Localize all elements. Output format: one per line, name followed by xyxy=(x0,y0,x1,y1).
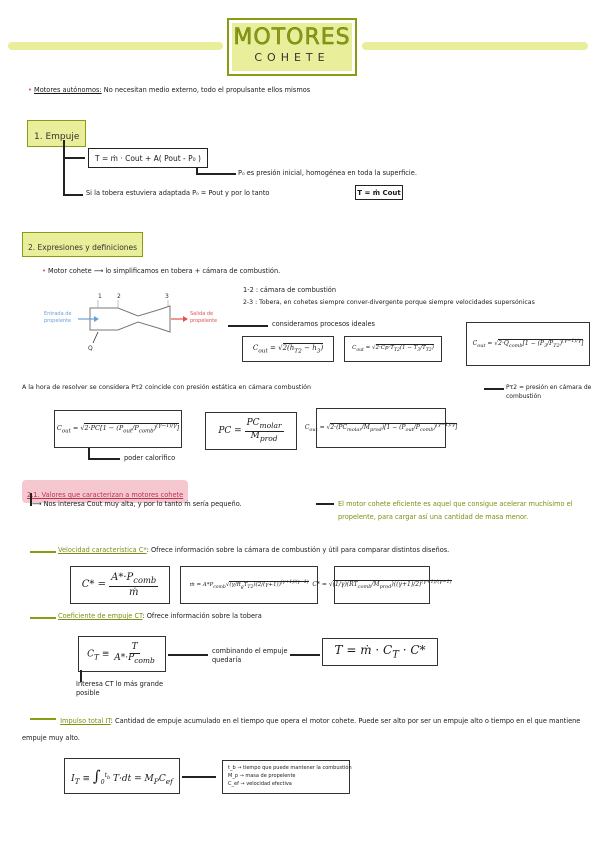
f3: Cout = √2·Qcomb[1 − (P3/PT2)(γ−1)/γ] xyxy=(472,338,584,350)
cstar-f3-box: C* = √(1/γ)(R̄Tcomb/Mprod)((γ+1)/2)(γ+1)… xyxy=(312,566,452,604)
it-legend-box: t_b → tiempo que puede mantener la combu… xyxy=(222,760,352,794)
it-f1: IT ≡ ∫0tb T·dt = MPCef xyxy=(71,766,173,786)
page-subtitle: COHETE xyxy=(254,51,330,64)
it-legend1: t_b → tiempo que puede mantener la combu… xyxy=(228,765,352,771)
ct-f2: T = ṁ · CT · C* xyxy=(334,643,426,661)
sec2-item1: 1-2 : cámara de combustión xyxy=(243,286,337,294)
ct-combine: combinando el empuje quedaría xyxy=(212,647,288,664)
diagram-q: Q xyxy=(88,345,93,352)
header-bar-right xyxy=(362,42,588,50)
ct-combine-arrow xyxy=(168,654,208,656)
ct-interest-line xyxy=(80,670,82,682)
sec21-title: 2.1. Valores que caracterizan a motores … xyxy=(22,480,189,503)
resolve-text: A la hora de resolver se considera Pτ2 c… xyxy=(22,384,311,391)
intro-label: Motores autónomos: xyxy=(34,86,102,94)
it-legend-arrow xyxy=(182,776,216,778)
it-line: Impulso total IT: Cantidad de empuje acu… xyxy=(22,717,581,742)
it-title: Impulso total IT xyxy=(60,717,111,725)
sec1-note1: P₀ es presión inicial, homogénea en toda… xyxy=(238,169,417,177)
header-title-box: MOTORES COHETE xyxy=(227,18,357,76)
f1-box: Cout = √2(hT2 − h3) xyxy=(242,336,334,362)
sec21-arrow xyxy=(316,503,334,505)
sec2-item2: 2-3 : Tobera, en cohetes siempre conver-… xyxy=(243,299,535,306)
sec21-line xyxy=(30,493,32,506)
cstar-arrow xyxy=(30,551,56,553)
sec1-title: 1. Empuje xyxy=(27,120,87,147)
svg-text:propelente: propelente xyxy=(44,318,71,324)
cstar-text: Ofrece información sobre la cámara de co… xyxy=(150,546,450,554)
ideal-arrow xyxy=(228,325,268,327)
sec1-note2: Si la tobera estuviera adaptada P₀ = Pou… xyxy=(86,189,270,197)
sec1-hook xyxy=(196,168,198,174)
rocket-diagram: 1 2 3 Entrada de propelente Salida de pr… xyxy=(44,293,217,352)
diagram-n2: 2 xyxy=(117,293,121,300)
f6-box: Cout = √2·(PCmolar/Mprod)[1 − (Pout/Pcom… xyxy=(305,408,458,448)
ct-arrow xyxy=(30,617,56,619)
it-legend3: C_ef → velocidad efectiva xyxy=(228,781,292,787)
sec21-text1: ⟶ Nos interesa Cout muy alta, y por lo t… xyxy=(32,500,242,508)
ct-title: Coeficiente de empuje CT xyxy=(58,612,143,620)
sec1-hook-h xyxy=(196,173,236,175)
cstar-f2: ṁ = A*Pcomb√(γ/RgTT2)(2/(γ+1))(γ+1)/(γ−1… xyxy=(189,580,309,590)
f6: Cout = √2·(PCmolar/Mprod)[1 − (Pout/Pcom… xyxy=(304,422,458,434)
svg-text:propelente: propelente xyxy=(190,318,217,324)
sec1-formula: T = ṁ · Cout + A( Pout - P₀ ) xyxy=(95,153,201,163)
cstar-title: Velocidad característica C* xyxy=(58,546,147,554)
poder-line xyxy=(88,448,90,459)
it-legend2: M_p → masa de propelente xyxy=(228,773,296,779)
resolve-arrow xyxy=(484,388,504,390)
f3-box: Cout = √2·Qcomb[1 − (P3/PT2)(γ−1)/γ] xyxy=(466,322,590,366)
diagram-n3: 3 xyxy=(165,293,169,300)
intro-line: • Motores autónomos: No necesitan medio … xyxy=(28,86,311,94)
f4: Cout = √2·PC[1 − (Pout/Pcomb)(γ−1)/γ] xyxy=(56,423,180,435)
f2-box: Cout = √2·Cp·TT2(1 − T3/TT2) xyxy=(344,336,442,362)
diagram-out-label: Salida de xyxy=(190,311,213,317)
ct-combine-arrow2 xyxy=(290,654,320,656)
it-arrow xyxy=(30,718,56,720)
sec1-arrow1 xyxy=(63,157,85,159)
diagram-n1: 1 xyxy=(98,293,102,300)
sec1-result: T = ṁ Cout xyxy=(357,188,401,197)
f1: Cout = √2(hT2 − h3) xyxy=(252,342,324,355)
sec21-text2: El motor cohete eficiente es aquel que c… xyxy=(338,500,573,521)
resolve-text2: Pτ2 = presión en cámara de combustión xyxy=(506,384,592,400)
poder-text: poder calorífico xyxy=(124,454,176,462)
cstar-f3: C* = √(1/γ)(R̄Tcomb/Mprod)((γ+1)/2)(γ+1)… xyxy=(312,579,452,591)
page-title: MOTORES xyxy=(233,25,351,51)
ct-text: Ofrece información sobre la tobera xyxy=(146,612,262,620)
sec1-formula-box: T = ṁ · Cout + A( Pout - P₀ ) xyxy=(88,148,208,168)
f2: Cout = √2·Cp·TT2(1 − T3/TT2) xyxy=(352,343,434,354)
poder-arrow xyxy=(88,458,120,460)
sec2-bullet: • Motor cohete ⟶ lo simplificamos en tob… xyxy=(42,267,281,275)
header-bar-left xyxy=(8,42,223,50)
intro-text: No necesitan medio externo, todo el prop… xyxy=(103,86,311,94)
sec2-title: 2. Expresiones y definiciones xyxy=(22,232,144,257)
sec1-result-box: T = ṁ Cout xyxy=(355,185,403,200)
ideal-text: consideramos procesos ideales xyxy=(272,320,375,328)
cstar-f2-box: ṁ = A*Pcomb√(γ/RgTT2)(2/(γ+1))(γ+1)/(γ−1… xyxy=(180,566,318,604)
ct-interest: Interesa CT lo más grande posible xyxy=(76,680,164,697)
sec1-arrow2 xyxy=(63,194,83,196)
q-arrow xyxy=(92,331,99,344)
rocket-body xyxy=(89,305,171,333)
cstar-line: Velocidad característica C*: Ofrece info… xyxy=(58,546,450,554)
sec1-line xyxy=(63,140,65,195)
ct-f2-box: T = ṁ · CT · C* xyxy=(322,638,438,666)
it-f1-box: IT ≡ ∫0tb T·dt = MPCef xyxy=(64,758,180,794)
it-text: Cantidad de empuje acumulado en el tiemp… xyxy=(22,717,581,742)
ct-line: Coeficiente de empuje CT: Ofrece informa… xyxy=(58,612,262,620)
f4-box: Cout = √2·PC[1 − (Pout/Pcomb)(γ−1)/γ] xyxy=(54,410,182,448)
diagram-in-label: Entrada de xyxy=(44,311,72,317)
